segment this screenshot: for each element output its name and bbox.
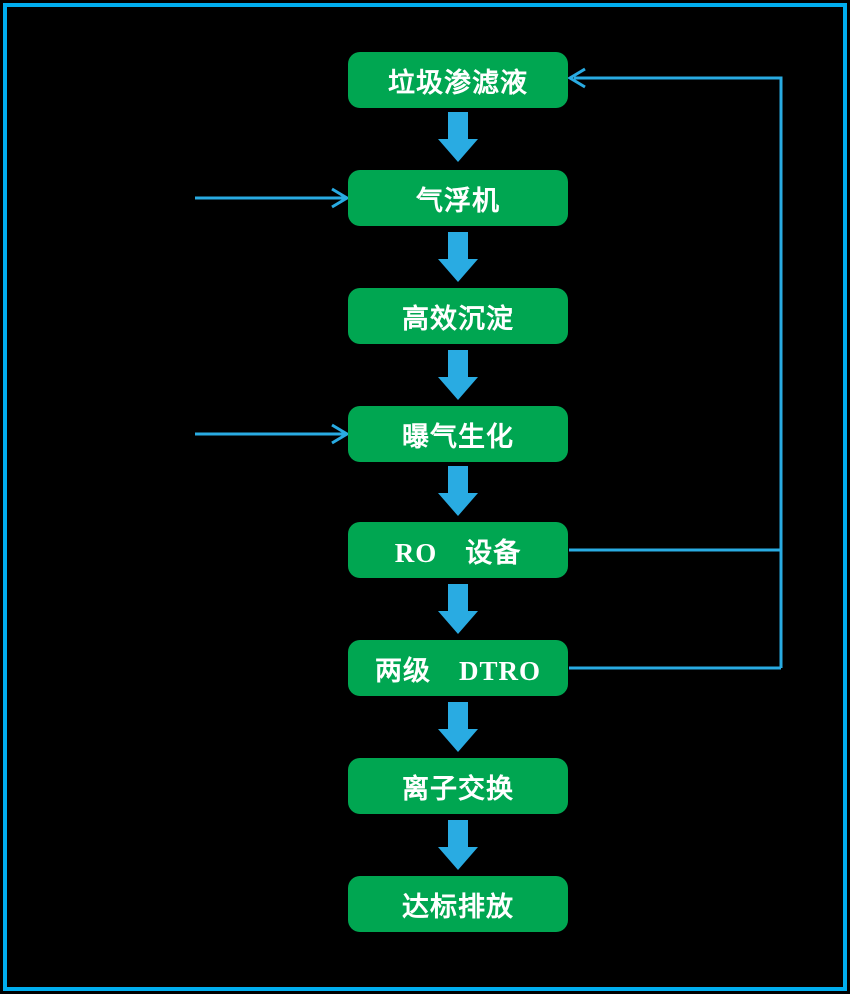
flow-node-discharge: 达标排放 (348, 876, 568, 932)
flow-node-ion-exchange: 离子交换 (348, 758, 568, 814)
flow-node-aeration: 曝气生化 (348, 406, 568, 462)
down-arrow-icon (438, 820, 478, 870)
down-arrow-icon (438, 702, 478, 752)
feedback-line (574, 76, 783, 668)
down-arrow-icon (438, 584, 478, 634)
down-arrow-icon (438, 232, 478, 282)
down-arrow-icon (438, 350, 478, 400)
down-arrow-icon (438, 466, 478, 516)
diagram-border (3, 3, 847, 991)
flow-node-leachate: 垃圾渗滤液 (348, 52, 568, 108)
feedback-arrowhead-icon (567, 67, 586, 89)
inflow-arrowhead-icon (331, 187, 350, 209)
flow-node-sedimentation: 高效沉淀 (348, 288, 568, 344)
flow-node-ro-equipment: RO 设备 (348, 522, 568, 578)
flow-node-dtro: 两级 DTRO (348, 640, 568, 696)
inflow-arrowhead-icon (331, 423, 350, 445)
down-arrow-icon (438, 112, 478, 162)
flow-node-air-flotation: 气浮机 (348, 170, 568, 226)
